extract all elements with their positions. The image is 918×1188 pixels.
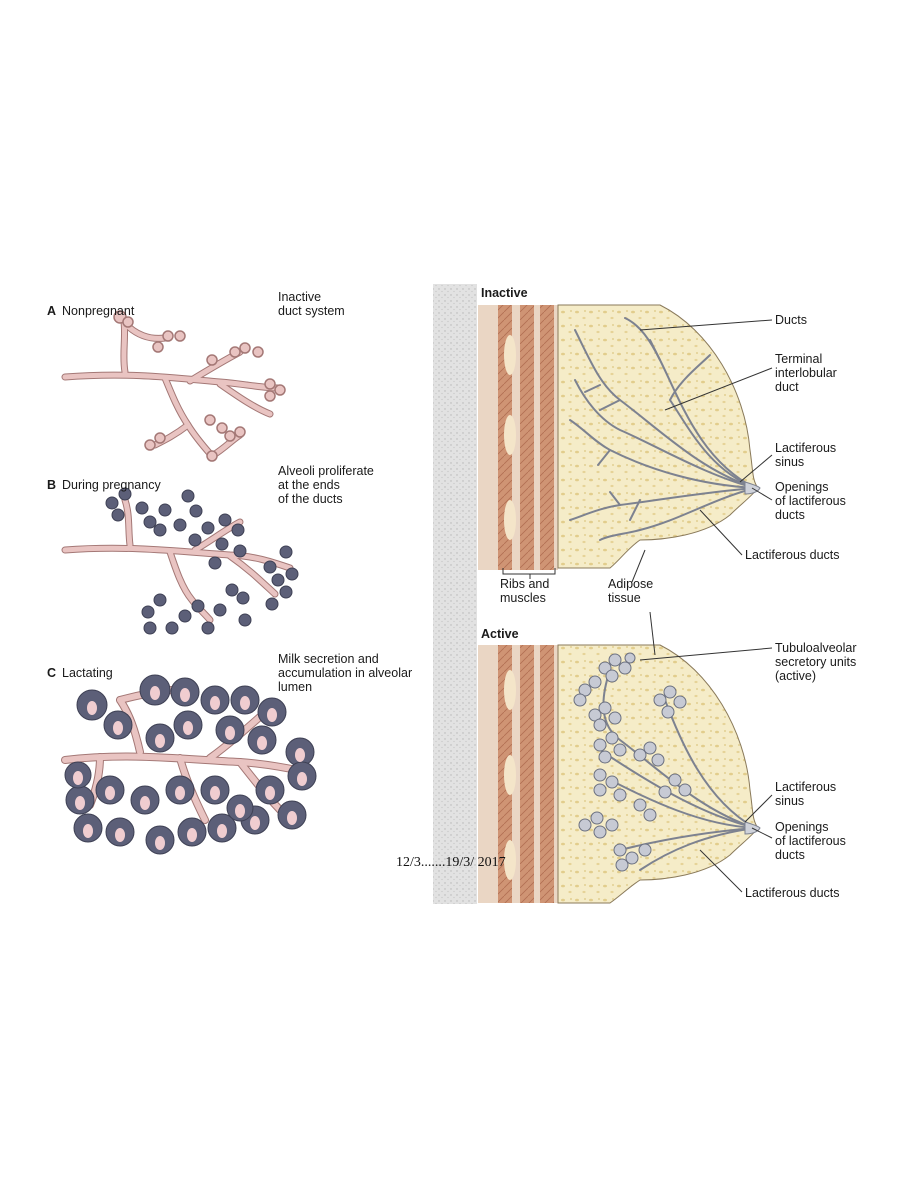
label-terminal-duct: Terminal interlobular duct <box>775 352 837 394</box>
panel-b-note: Alveoli proliferate at the ends of the d… <box>278 464 374 506</box>
leader-lines <box>502 319 773 893</box>
active-breast-section <box>478 644 761 904</box>
label-active-lactiferous-ducts: Lactiferous ducts <box>745 886 840 900</box>
label-active-openings: Openings of lactiferous ducts <box>775 820 846 862</box>
label-inactive-openings: Openings of lactiferous ducts <box>775 480 846 522</box>
label-inactive-lactiferous-ducts: Lactiferous ducts <box>745 548 840 562</box>
inactive-heading: Inactive <box>481 286 528 300</box>
label-ribs-muscles: Ribs and muscles <box>500 577 550 605</box>
active-heading: Active <box>481 627 519 641</box>
panel-a-note: Inactive duct system <box>278 290 345 318</box>
panel-a-buds <box>113 310 286 462</box>
panel-a-duct-tree <box>61 318 282 460</box>
label-adipose: Adipose tissue <box>608 577 654 605</box>
date-stamp: 12/3.......19/3/ 2017 <box>396 855 506 870</box>
label-inactive-sinus: Lactiferous sinus <box>775 441 837 469</box>
label-tubuloalveolar: Tubuloalveolar secretory units (active) <box>775 641 857 683</box>
panel-c-note: Milk secretion and accumulation in alveo… <box>278 652 413 694</box>
stipple-bar <box>433 284 477 904</box>
panel-c-alveoli <box>64 674 317 855</box>
inactive-breast-section <box>478 304 761 570</box>
panel-b-duct-tree <box>61 496 294 624</box>
label-ducts: Ducts <box>775 313 807 327</box>
panel-b-alveoli <box>105 487 299 635</box>
label-active-sinus: Lactiferous sinus <box>775 780 837 808</box>
